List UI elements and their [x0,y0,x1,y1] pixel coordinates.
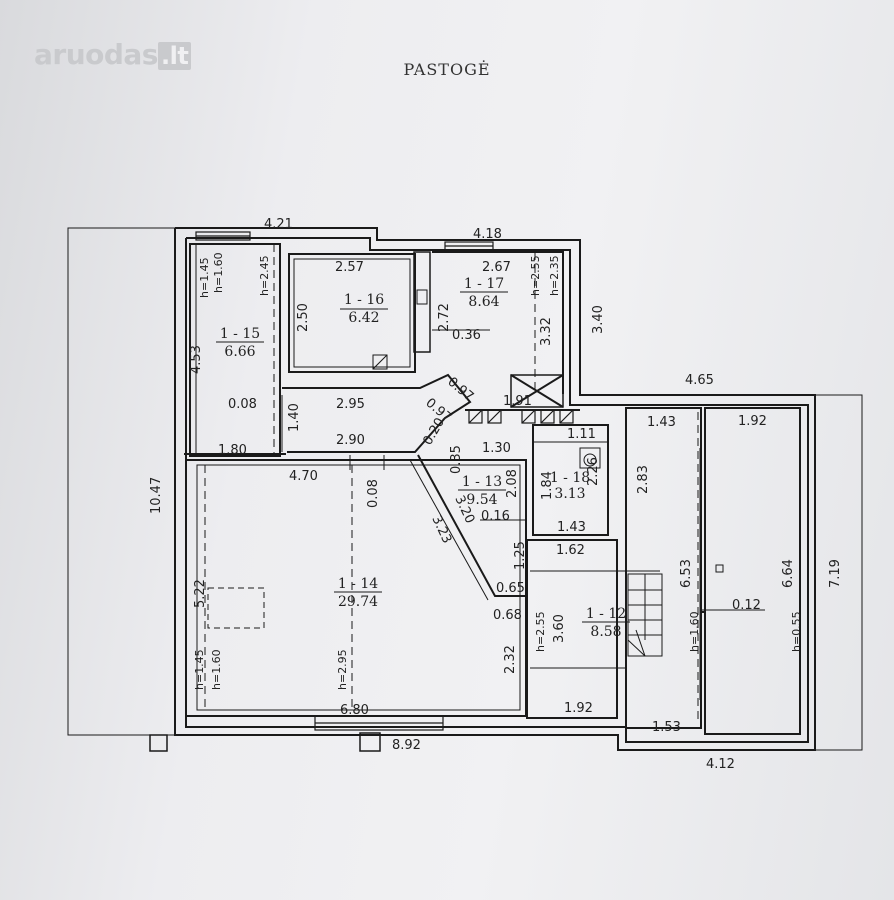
room-1-14-area: 29.74 [338,594,378,610]
dim-label: h=1.60 [210,649,223,690]
dim-label: 0.68 [493,608,522,623]
dim-label: h=2.95 [336,649,349,690]
room-1-16-id: 1 - 16 [344,292,384,308]
dim-label: h=0.55 [790,611,803,652]
dim-label: h=2.55 [534,611,547,652]
windows [195,231,494,731]
dim-label: h=2.55 [529,255,542,296]
dim-label: 2.72 [437,303,452,332]
dim-label: 4.12 [706,757,735,772]
watermark-name: aruodas [34,38,158,71]
vents [468,409,574,424]
dim-label: 0.16 [481,509,510,524]
dim-label: h=2.45 [258,255,271,296]
dim-label: 1.25 [513,541,528,570]
dim-label: 4.70 [289,469,318,484]
room-1-17-outline [432,251,564,394]
room-1-14-id: 1 - 14 [338,576,378,592]
dim-label: 2.26 [586,457,601,486]
walls [67,227,863,752]
dim-label: h=1.45 [198,257,211,298]
room-1-17-id: 1 - 17 [464,276,504,292]
stairs [627,573,663,657]
dim-label: 3.40 [591,305,606,334]
room-1-18-area: 3.13 [554,486,585,502]
dim-label: 1.40 [287,403,302,432]
dim-label: 0.08 [228,397,257,412]
dim-label: 1.53 [652,720,681,735]
inner-wall [185,237,809,743]
dim-label: h=1.60 [688,611,701,652]
dim-label: 5.22 [193,579,208,608]
room-1-15-id: 1 - 15 [220,326,260,342]
dim-label: h=2.35 [548,255,561,296]
dim-label: 1.91 [503,394,532,409]
diagonal-wall [417,454,525,597]
outer-dim-left [67,227,176,736]
room-1-15-area: 6.66 [224,344,255,360]
dim-label: 4.53 [189,345,204,374]
dim-label: 1.84 [540,471,555,500]
dim-label: 1.43 [647,415,676,430]
watermark-logo: aruodas.lt [34,38,192,71]
room-1-12-area: 8.58 [590,624,621,640]
room-1-13-area: 9.54 [466,492,497,508]
dim-label: h=1.60 [212,252,225,293]
watermark-tld: .lt [157,42,192,70]
outer-dim-right [814,394,863,751]
dim-label: 2.57 [335,260,364,275]
dim-label: 8.92 [392,738,421,753]
dim-label: 4.65 [685,373,714,388]
dim-label: 0.97 [444,375,476,405]
room-1-12-id: 1 - 12 [586,606,626,622]
dim-label: 1.30 [482,441,511,456]
dim-label: 2.32 [503,645,518,674]
room-1-18-outline [532,424,609,536]
dim-label: 1.43 [557,520,586,535]
dimension-lines [281,329,765,611]
dim-label: 0.35 [449,445,464,474]
dim-label: 0.08 [366,479,381,508]
dim-label: 4.21 [264,217,293,232]
room-1-15-outline [189,243,281,457]
room-right-b [704,407,801,735]
dim-label: 6.64 [781,559,796,588]
dim-label: 1.80 [218,443,247,458]
room-1-17-area: 8.64 [468,294,499,310]
dim-label: 10.47 [149,477,164,514]
dim-label: 1.92 [738,414,767,429]
dim-label: 0.65 [496,581,525,596]
dim-label: 2.67 [482,260,511,275]
room-labels: 1 - 16 6.42 1 - 17 8.64 1 - 15 6.66 1 - … [216,276,630,640]
dim-label: 2.83 [636,465,651,494]
dim-label: 2.50 [296,303,311,332]
hall-wall-top [282,373,472,453]
plan-title: PASTOGĖ [403,60,491,79]
room-1-13-id: 1 - 13 [462,474,502,490]
dim-label: 0.36 [452,328,481,343]
dim-label: 3.23 [428,513,454,546]
room-1-16-outline [288,253,416,373]
dim-label: 1.92 [564,701,593,716]
dim-label: 2.95 [336,397,365,412]
dim-label: 3.60 [552,614,567,643]
dim-label: h=1.45 [193,649,206,690]
dim-label: 0.12 [732,598,761,613]
room-right-a [625,407,702,729]
dim-label: 1.62 [556,543,585,558]
dim-label: 7.19 [828,559,843,588]
dim-label: 1.11 [567,427,596,442]
dim-label: 3.32 [539,317,554,346]
dim-label: 6.53 [679,559,694,588]
dim-label: 2.90 [336,433,365,448]
dim-label: 4.18 [473,227,502,242]
room-1-18-id: 1 - 18 [550,470,590,486]
dim-label: 6.80 [340,703,369,718]
dim-label: 2.08 [505,469,520,498]
room-1-12-outline [526,539,618,719]
room-1-16-area: 6.42 [348,310,379,326]
chimney [413,251,431,353]
